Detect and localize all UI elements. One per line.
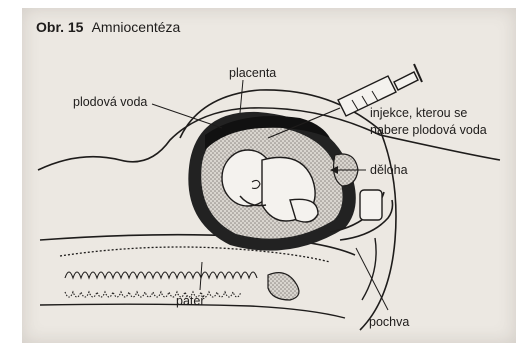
vaginal-opening: [362, 238, 376, 300]
label-spine: páteř: [176, 294, 205, 309]
spine-dashed: [60, 247, 330, 262]
label-injection-line-2: nabere plodová voda: [370, 123, 487, 138]
leader-vagina: [356, 248, 388, 310]
label-amniotic-fluid: plodová voda: [73, 95, 147, 110]
rectum: [268, 273, 299, 300]
pubic-bone: [360, 190, 382, 220]
vertebrae-row: [65, 272, 257, 278]
label-uterus: děloha: [370, 163, 408, 178]
label-placenta: placenta: [229, 66, 276, 81]
label-injection-line-1: injekce, kterou se: [370, 106, 467, 121]
syringe-plunger: [394, 72, 418, 90]
leader-amniotic-fluid: [152, 104, 222, 128]
label-vagina: pochva: [369, 315, 409, 330]
vertebrae-row-lower: [65, 292, 241, 297]
